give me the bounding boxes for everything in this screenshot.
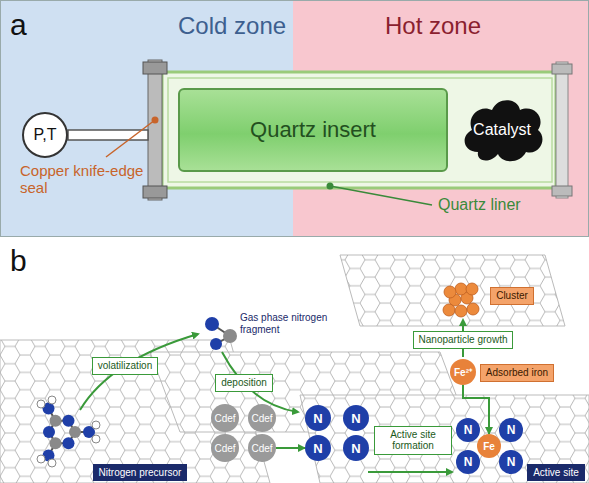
panel-border bbox=[1, 1, 589, 237]
node-text: N bbox=[313, 411, 322, 426]
node-text: Cdef bbox=[214, 443, 235, 454]
bolt bbox=[552, 64, 572, 74]
node-text: N bbox=[351, 441, 360, 456]
circle-node: N bbox=[456, 418, 480, 442]
circle-node: Fe²⁺ bbox=[450, 359, 476, 385]
node-text: N bbox=[313, 441, 322, 456]
iron-cluster bbox=[443, 283, 479, 317]
circle-node: N bbox=[499, 450, 523, 474]
node-text: Fe bbox=[483, 441, 495, 452]
node-text: volatilization bbox=[98, 360, 152, 371]
bolt bbox=[143, 186, 167, 198]
leader-line bbox=[330, 186, 432, 205]
node-text: Cluster bbox=[496, 290, 528, 301]
node-text: N bbox=[351, 411, 360, 426]
callout-label: Gas phase nitrogen fragment bbox=[240, 312, 332, 335]
node-text: N bbox=[507, 423, 516, 437]
label-box: Active site bbox=[527, 464, 585, 482]
process-arrow bbox=[276, 447, 305, 449]
circle-node: N bbox=[343, 405, 369, 431]
node-text: Hot zone bbox=[385, 12, 481, 40]
node-text: N bbox=[507, 455, 516, 469]
panel-letter: b bbox=[10, 244, 27, 279]
label-box: Cluster bbox=[490, 287, 534, 305]
leader-line bbox=[106, 120, 155, 157]
node-text: Cold zone bbox=[178, 12, 286, 40]
bolt bbox=[552, 186, 572, 196]
nitrogen-precursor-molecule bbox=[37, 396, 100, 467]
callout-label: Quartz liner bbox=[438, 196, 521, 214]
circle-node: Cdef bbox=[211, 404, 239, 432]
process-arrows bbox=[80, 320, 463, 472]
panel-letter: a bbox=[10, 8, 27, 43]
circle-node: N bbox=[499, 418, 523, 442]
node-text: Quartz insert bbox=[250, 117, 376, 143]
liner-inner bbox=[168, 78, 552, 182]
node-text: Nitrogen precursor bbox=[99, 467, 182, 478]
quartz-insert: Quartz insert bbox=[178, 88, 448, 172]
flange bbox=[148, 60, 162, 200]
circle-node: P,T bbox=[22, 112, 68, 158]
graphene-sheets bbox=[0, 255, 589, 483]
end-flange bbox=[556, 62, 568, 198]
circle-node: Cdef bbox=[248, 404, 276, 432]
node-text: Active site bbox=[533, 467, 579, 478]
node-text: N bbox=[464, 455, 473, 469]
node-text: N bbox=[464, 423, 473, 437]
bolt bbox=[143, 62, 167, 74]
circle-node: Cdef bbox=[211, 434, 239, 462]
callout-label: Copper knife-edge seal bbox=[20, 162, 160, 197]
node-text: Active site formation bbox=[390, 429, 436, 452]
label-box: Nitrogen precursor bbox=[93, 464, 188, 482]
label-box: Active site formation bbox=[374, 426, 452, 455]
node-text: Cdef bbox=[214, 413, 235, 424]
node-text: deposition bbox=[221, 377, 267, 388]
catalyst-cloud: Catalyst bbox=[458, 92, 546, 168]
label-box: Nanoparticle growth bbox=[413, 331, 514, 349]
circle-node: N bbox=[456, 450, 480, 474]
node-text: Catalyst bbox=[473, 121, 531, 139]
circle-node: Cdef bbox=[248, 434, 276, 462]
node-text: Nanoparticle growth bbox=[419, 334, 508, 345]
node-text: Cdef bbox=[251, 413, 272, 424]
label-box: Adsorbed iron bbox=[480, 364, 554, 382]
circle-node: N bbox=[305, 405, 331, 431]
label-box: deposition bbox=[215, 374, 273, 392]
nitrogen-fragment-molecule bbox=[205, 317, 237, 350]
quartz-liner bbox=[162, 72, 556, 188]
circle-node: Fe bbox=[477, 434, 501, 458]
node-text: P,T bbox=[34, 126, 57, 144]
circle-node: N bbox=[305, 435, 331, 461]
node-text: Adsorbed iron bbox=[486, 367, 548, 378]
node-text: Fe²⁺ bbox=[454, 365, 472, 379]
node-text: Cdef bbox=[251, 443, 272, 454]
label-box: volatilization bbox=[92, 357, 158, 375]
circle-node: N bbox=[343, 435, 369, 461]
